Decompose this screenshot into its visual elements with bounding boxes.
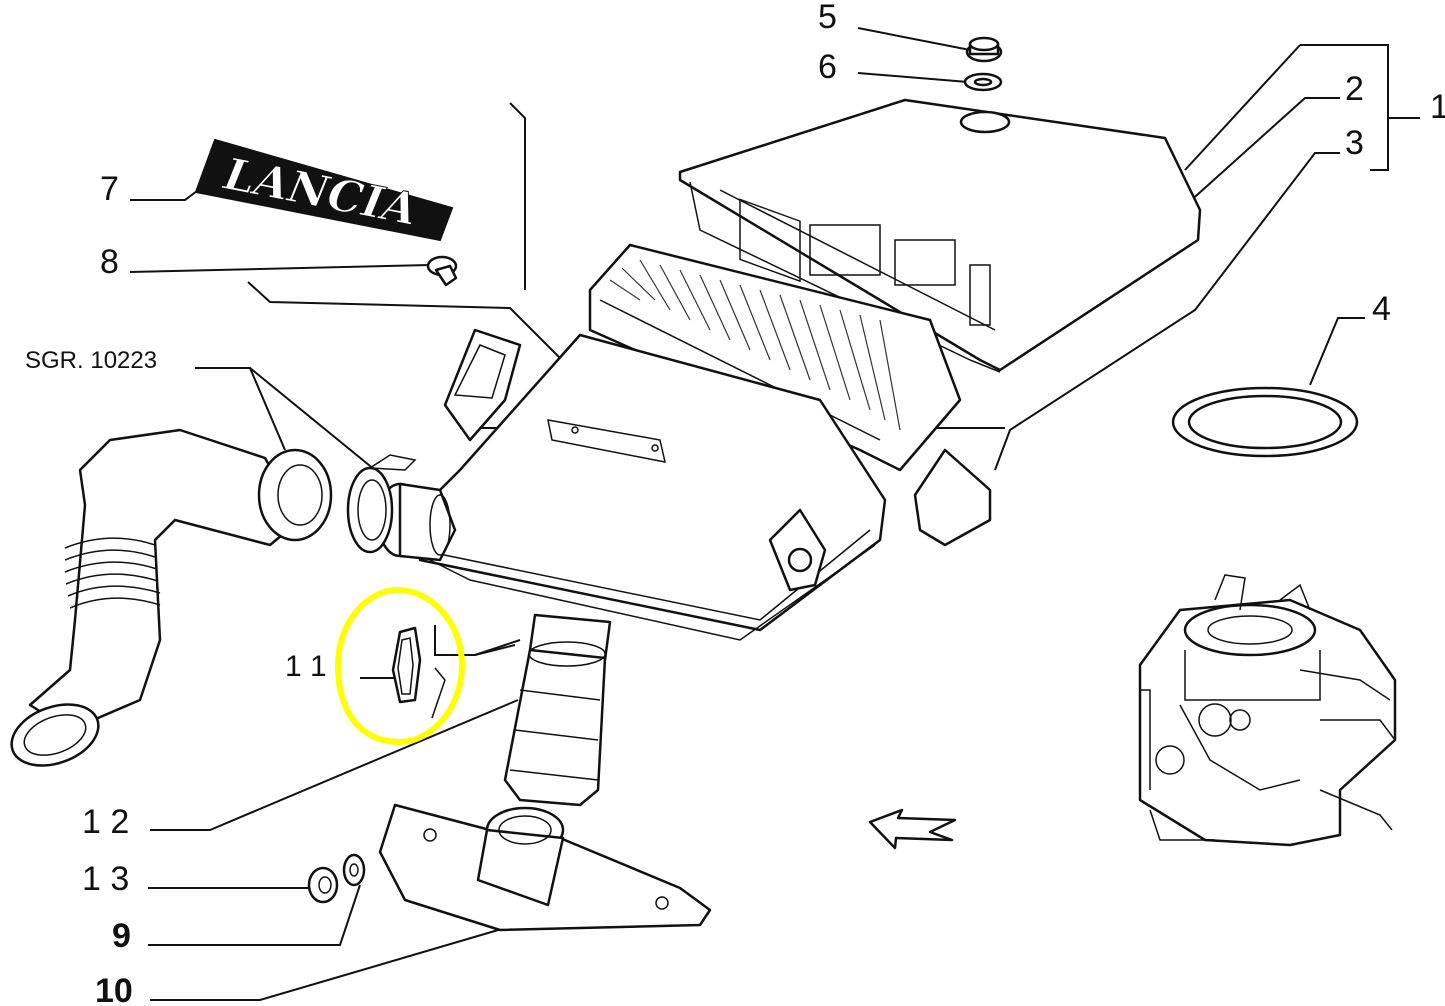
carburetor bbox=[1138, 574, 1397, 847]
label-9: 9 bbox=[112, 917, 131, 955]
label-4: 4 bbox=[1372, 290, 1391, 328]
part-7-badge: LANCIA bbox=[194, 138, 454, 242]
label-12: 1 2 bbox=[82, 803, 129, 841]
label-sgr-ref: SGR. 10223 bbox=[25, 347, 157, 374]
leader-lines bbox=[129, 27, 1420, 1001]
highlight-circle bbox=[334, 586, 466, 746]
part-labels: 5 6 1 2 3 4 7 8 SGR. 10223 1 1 1 2 1 3 9… bbox=[25, 0, 1445, 1006]
label-3: 3 bbox=[1345, 124, 1364, 162]
label-11: 1 1 bbox=[285, 650, 327, 683]
part-2-filter-element bbox=[588, 243, 962, 472]
part-4-seal-ring bbox=[1171, 386, 1359, 458]
part-8-screw bbox=[426, 255, 458, 287]
badge-text: LANCIA bbox=[218, 148, 421, 236]
label-6: 6 bbox=[818, 48, 837, 86]
filter-pleats bbox=[609, 259, 901, 431]
label-5: 5 bbox=[818, 0, 837, 36]
part-9-washer bbox=[342, 853, 366, 887]
part-3-housing bbox=[376, 328, 992, 662]
label-8: 8 bbox=[100, 243, 119, 281]
intake-hose bbox=[10, 428, 417, 767]
label-13: 1 3 bbox=[82, 860, 129, 898]
part-6-washer bbox=[963, 72, 1003, 92]
label-1: 1 bbox=[1430, 88, 1445, 126]
part-13-nut bbox=[307, 866, 339, 904]
part-5-nut bbox=[965, 36, 1003, 63]
hose-corrugations bbox=[64, 537, 161, 609]
direction-arrow-icon bbox=[868, 808, 957, 850]
label-7: 7 bbox=[100, 170, 119, 208]
label-10: 10 bbox=[95, 972, 133, 1006]
part-10-bracket bbox=[378, 803, 712, 932]
part-12-sleeve bbox=[503, 641, 607, 807]
part-11-gasket bbox=[391, 626, 446, 719]
label-2: 2 bbox=[1345, 70, 1364, 108]
